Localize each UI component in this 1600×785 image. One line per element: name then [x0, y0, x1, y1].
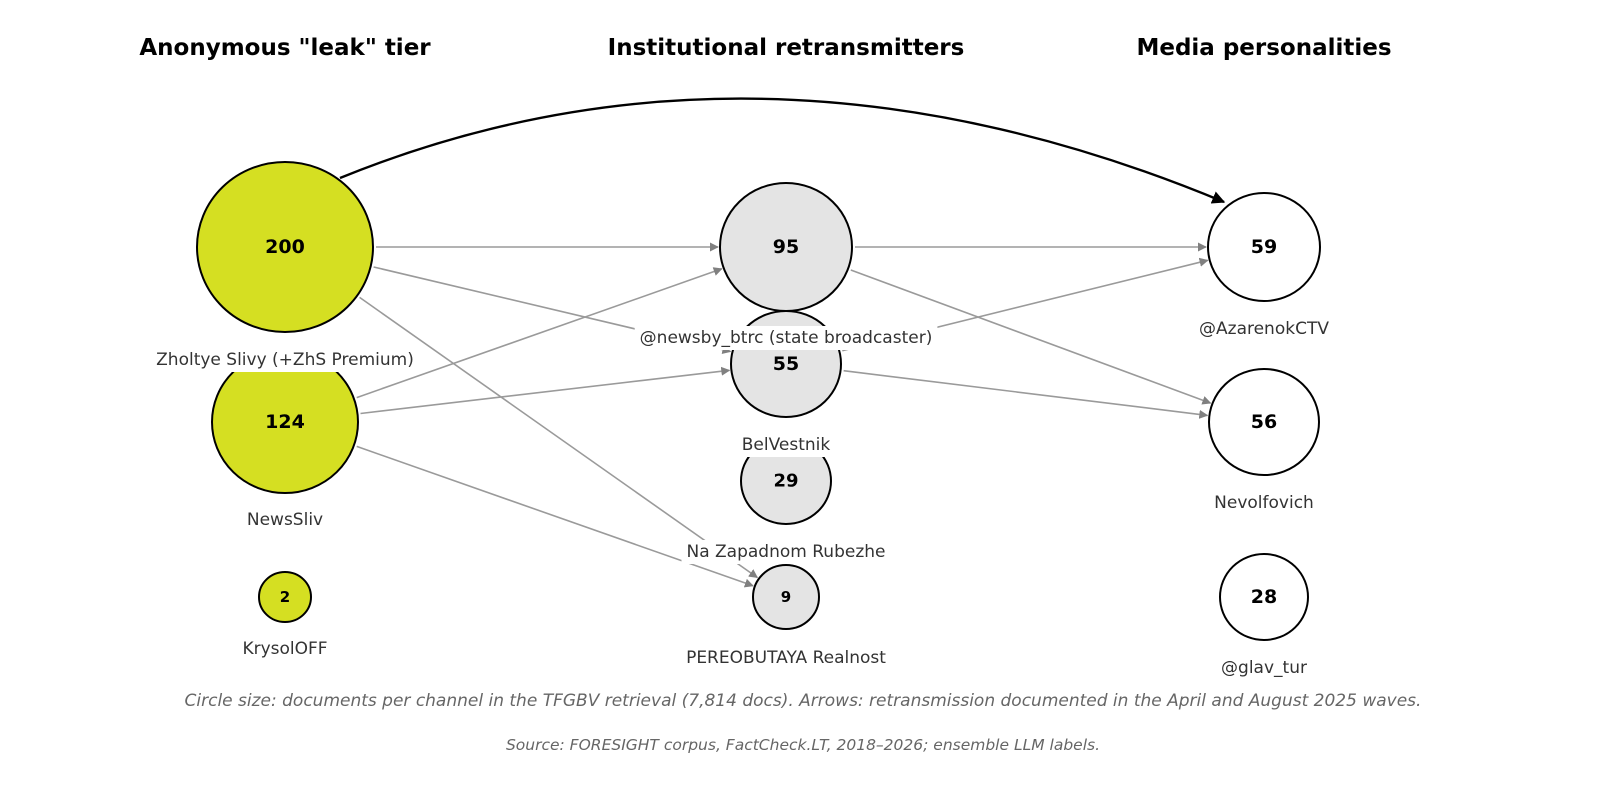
- node-value: 124: [265, 411, 305, 433]
- node-label: Na Zapadnom Rubezhe: [687, 542, 886, 562]
- node-circle: [258, 571, 312, 623]
- node-value: 56: [1251, 411, 1277, 433]
- node-label-background: [151, 348, 419, 372]
- node-label: KrysolOFF: [242, 639, 327, 659]
- node-label-background: [634, 326, 938, 350]
- source-note: Source: FORESIGHT corpus, FactCheck.LT, …: [506, 736, 1100, 754]
- node-label-background: [681, 540, 891, 564]
- node-label-background: [237, 637, 333, 661]
- tier-title-anonymous-leak: Anonymous "leak" tier: [139, 35, 431, 61]
- edge-newsby-to-nevolfovich: [850, 269, 1212, 405]
- edge-zholtye-to-azarenok: [339, 97, 1226, 204]
- node-label-background: [681, 646, 892, 670]
- node-nazapadnom: 29 Na Zapadnom Rubezhe: [681, 437, 891, 564]
- edge-newssliv-to-belvestnik: [360, 366, 731, 415]
- node-label: @newsby_btrc (state broadcaster): [640, 328, 933, 348]
- node-label: NewsSliv: [247, 510, 323, 530]
- node-label-background: [736, 433, 836, 457]
- node-value: 28: [1251, 586, 1277, 608]
- node-circle: [1219, 553, 1309, 641]
- node-label-background: [1194, 317, 1335, 341]
- node-value: 29: [773, 471, 798, 492]
- node-label-background: [241, 508, 329, 532]
- edge-belvestnik-to-nevolfovich: [843, 369, 1209, 419]
- node-newsby: 95 @newsby_btrc (state broadcaster): [634, 182, 938, 350]
- node-value: 2: [280, 588, 290, 606]
- node-label-background: [1216, 656, 1312, 680]
- node-value: 95: [773, 236, 799, 258]
- node-label: Zholtye Slivy (+ZhS Premium): [156, 350, 414, 370]
- node-circle: [1208, 368, 1320, 476]
- node-value: 59: [1251, 236, 1277, 258]
- node-circle: [1207, 192, 1321, 302]
- edges-layer: [339, 97, 1226, 588]
- node-label-background: [1209, 491, 1319, 515]
- node-circle: [196, 161, 374, 333]
- edge-zholtye-to-pereobutaya: [359, 296, 759, 579]
- node-label: Nevolfovich: [1214, 493, 1314, 513]
- node-label: PEREOBUTAYA Realnost: [686, 648, 886, 668]
- node-azarenok: 59 @AzarenokCTV: [1194, 192, 1335, 341]
- node-label: BelVestnik: [742, 435, 831, 455]
- node-value: 200: [265, 236, 305, 258]
- node-value: 55: [773, 353, 799, 375]
- node-value: 9: [781, 588, 791, 606]
- tier-title-media-personalities: Media personalities: [1136, 35, 1391, 61]
- edge-newssliv-to-pereobutaya: [356, 445, 754, 588]
- diagram-caption: Circle size: documents per channel in th…: [185, 691, 1422, 711]
- edge-newssliv-to-newsby: [356, 267, 723, 399]
- node-circle: [719, 182, 853, 312]
- node-glavtur: 28 @glav_tur: [1216, 553, 1312, 680]
- node-label: @AzarenokCTV: [1199, 319, 1329, 339]
- node-circle: [752, 564, 820, 630]
- tier-title-institutional-retransmitters: Institutional retransmitters: [608, 35, 965, 61]
- node-label: @glav_tur: [1221, 658, 1307, 678]
